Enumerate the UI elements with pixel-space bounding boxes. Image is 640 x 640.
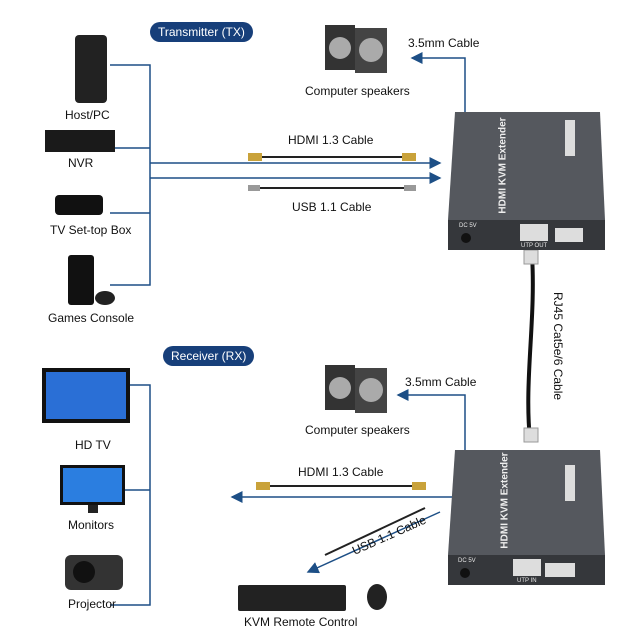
rj45-cable	[523, 249, 539, 443]
nvr-icon	[45, 130, 115, 152]
set-top-box-icon	[55, 195, 103, 215]
audio-cable-label: 3.5mm Cable	[408, 36, 480, 50]
speakers-tx-icon	[325, 25, 387, 73]
speakers-rx-icon	[325, 365, 387, 413]
device-label: Projector	[68, 597, 117, 611]
device-label: Host/PC	[65, 108, 110, 122]
games-console-icon	[68, 255, 115, 305]
receiver-badge: Receiver (RX)	[163, 346, 255, 366]
hdmi-cable-label: HDMI 1.3 Cable	[288, 133, 374, 147]
device-label: HD TV	[75, 438, 111, 452]
hdmi-cable-rx	[256, 482, 426, 490]
speakers-label: Computer speakers	[305, 84, 410, 98]
keyboard-icon	[238, 585, 346, 611]
device-label: Games Console	[48, 311, 135, 325]
hdmi-cable-tx	[248, 153, 416, 161]
rx-dc-port-label: DC 5V	[458, 558, 476, 564]
audio-cable-label: 3.5mm Cable	[405, 375, 477, 389]
rx-utp-port-label: UTP IN	[517, 578, 537, 584]
speakers-label: Computer speakers	[305, 423, 410, 437]
tx-unit	[448, 112, 605, 250]
usb-cable-rx	[324, 507, 426, 556]
rj45-cable-label: RJ45 Cat5e/6 Cable	[551, 292, 565, 401]
monitor-icon	[60, 465, 125, 513]
hdmi-cable-label: HDMI 1.3 Cable	[298, 465, 384, 479]
tx-unit-title: HDMI KVM Extender	[497, 117, 509, 214]
rx-unit-title: HDMI KVM Extender	[499, 452, 511, 549]
tx-dc-port-label: DC 5V	[459, 223, 477, 229]
projector-icon	[65, 555, 123, 590]
device-label: Monitors	[68, 518, 115, 532]
kvm-label: KVM Remote Control	[244, 615, 358, 629]
mouse-icon	[367, 584, 387, 610]
transmitter-badge: Transmitter (TX)	[150, 22, 253, 42]
tx-utp-port-label: UTP OUT	[521, 243, 548, 249]
usb-cable-label: USB 1.1 Cable	[292, 200, 372, 214]
rx-unit	[448, 450, 605, 585]
device-label: TV Set-top Box	[50, 223, 132, 237]
usb-cable-tx	[248, 185, 416, 191]
host-pc-icon	[75, 35, 107, 103]
hd-tv-icon	[42, 368, 130, 423]
device-label: NVR	[68, 156, 94, 170]
